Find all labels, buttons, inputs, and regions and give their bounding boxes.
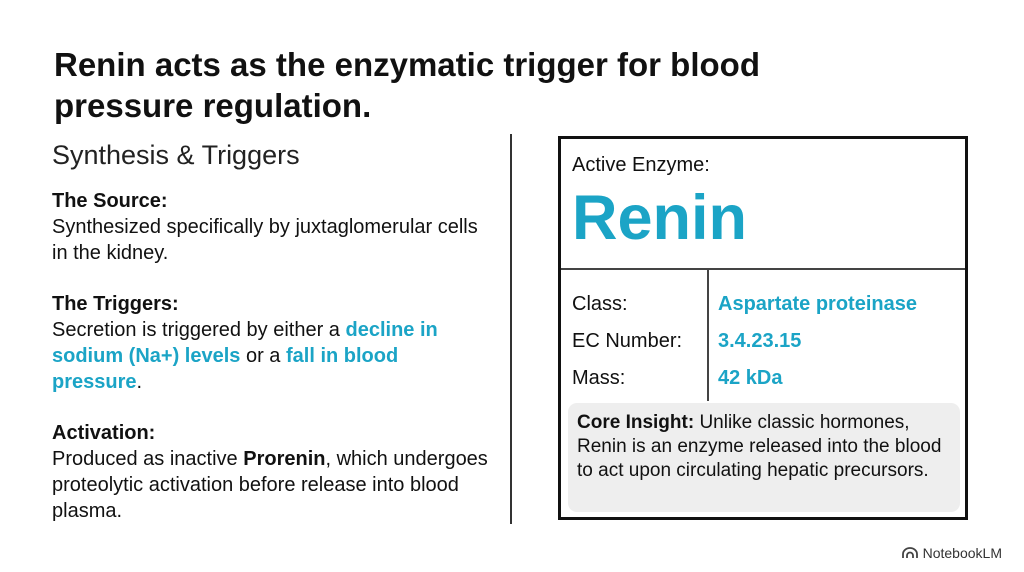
notebooklm-logo-icon — [901, 547, 918, 558]
triggers-heading: The Triggers: — [52, 293, 179, 315]
triggers-text-2: or a — [240, 345, 286, 367]
mass-value: 42 kDa — [718, 367, 783, 389]
triggers-text-3: . — [136, 371, 143, 393]
source-text: Synthesized specifically by juxtaglomeru… — [52, 216, 478, 264]
synthesis-column: Synthesis & Triggers The Source: Synthes… — [52, 138, 492, 549]
section-subtitle: Synthesis & Triggers — [52, 140, 300, 170]
triggers-section: The Triggers: Secretion is triggered by … — [52, 291, 492, 395]
activation-section: Activation: Produced as inactive Proreni… — [52, 420, 492, 524]
page-title: Renin acts as the enzymatic trigger for … — [54, 46, 760, 124]
class-key: Class: — [572, 293, 628, 315]
class-value: Aspartate proteinase — [718, 293, 917, 315]
properties-divider — [707, 270, 709, 401]
prorenin-term: Prorenin — [243, 448, 326, 470]
core-insight-box: Core Insight: Unlike classic hormones, R… — [568, 403, 960, 512]
core-insight-label: Core Insight: — [577, 412, 695, 433]
sodium-decline-highlight: decline in sodium (Na+) levels — [52, 319, 438, 367]
ec-number-value: 3.4.23.15 — [718, 330, 802, 352]
enzyme-header: Active Enzyme: Renin — [561, 139, 965, 270]
activation-heading: Activation: — [52, 422, 156, 444]
triggers-text-1: Secretion is triggered by either a — [52, 319, 346, 341]
column-divider — [510, 134, 512, 524]
enzyme-name: Renin — [572, 183, 748, 253]
enzyme-properties: Class: Aspartate proteinase EC Number: 3… — [561, 270, 965, 401]
ec-number-key: EC Number: — [572, 330, 683, 352]
active-enzyme-label: Active Enzyme: — [572, 154, 710, 176]
blood-pressure-fall-highlight: fall in blood pressure — [52, 345, 399, 393]
enzyme-card: Active Enzyme: Renin Class: Aspartate pr… — [558, 136, 968, 520]
mass-key: Mass: — [572, 367, 626, 389]
activation-text-1: Produced as inactive — [52, 448, 244, 470]
brand-watermark: NotebookLM — [901, 545, 1002, 561]
core-insight-text: Unlike classic hormones, Renin is an enz… — [577, 412, 942, 481]
source-section: The Source: Synthesized specifically by … — [52, 188, 492, 266]
source-heading: The Source: — [52, 190, 168, 212]
brand-name: NotebookLM — [922, 545, 1002, 561]
activation-text-2: , which undergoes proteolytic activation… — [52, 448, 488, 522]
